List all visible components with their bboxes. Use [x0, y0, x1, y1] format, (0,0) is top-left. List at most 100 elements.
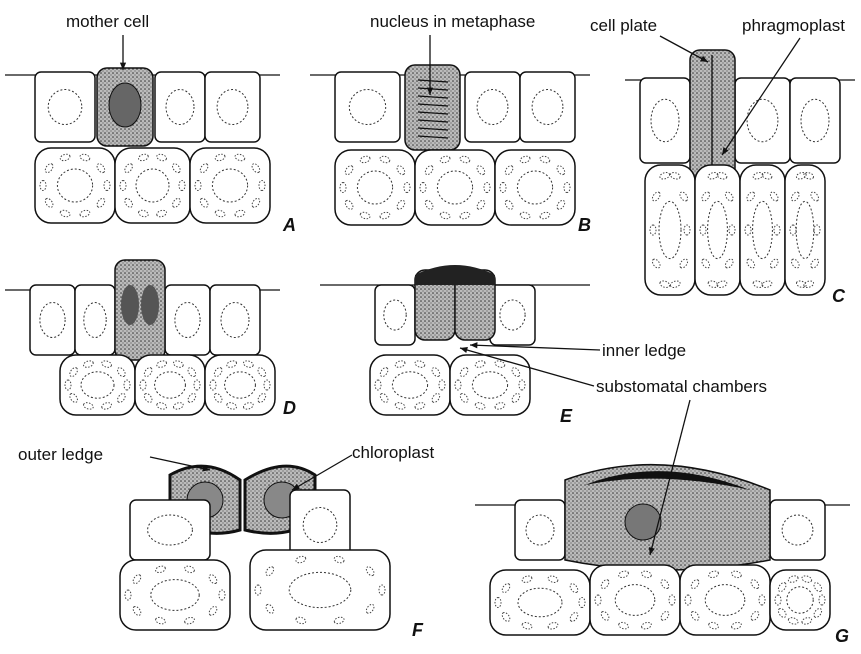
chloroplast: [414, 402, 426, 410]
chloroplast: [750, 610, 760, 621]
chloroplast: [178, 180, 186, 191]
nucleus: [147, 514, 193, 546]
chloroplast: [618, 570, 629, 579]
chloroplast: [117, 367, 126, 377]
chloroplast: [459, 155, 471, 164]
chloroplast: [539, 155, 551, 164]
mesophyll-cell: [204, 354, 276, 416]
chloroplast: [810, 258, 820, 269]
chloroplast: [731, 570, 742, 579]
chloroplast: [265, 603, 275, 614]
chloroplast: [547, 575, 559, 583]
chloroplast: [213, 367, 223, 377]
chloroplast: [813, 224, 821, 236]
chloroplast: [569, 583, 579, 594]
chloroplast: [213, 393, 223, 403]
panel-letter-g: G: [835, 626, 850, 646]
chloroplast: [199, 163, 209, 174]
chloroplast: [172, 402, 184, 410]
nucleus: [141, 285, 159, 325]
chloroplast: [659, 280, 671, 288]
mesophyll-cell: [739, 164, 786, 296]
chloroplast: [69, 393, 78, 403]
arrow-substomatal-g-head: [648, 547, 655, 555]
chloroplast: [333, 616, 345, 625]
chloroplast: [156, 402, 168, 410]
nucleus: [471, 371, 509, 399]
panel-letter-a: A: [283, 215, 296, 235]
nucleus: [356, 170, 394, 205]
epidermal-cell: [514, 499, 566, 561]
chloroplast: [795, 280, 807, 288]
chloroplast: [414, 360, 426, 368]
chloroplast: [156, 153, 167, 162]
chloroplast: [359, 155, 371, 164]
arrow-cell-plate: [659, 35, 709, 63]
panel-letter-c: C: [832, 286, 845, 306]
chloroplast: [79, 209, 91, 218]
chloroplast: [379, 211, 391, 220]
nucleus: [658, 200, 682, 260]
mesophyll-cell: [449, 354, 531, 416]
chloroplast: [83, 402, 94, 410]
chloroplast: [44, 197, 54, 208]
chloroplast: [295, 555, 307, 564]
chloroplast: [117, 393, 126, 403]
chloroplast: [511, 367, 521, 377]
chloroplast: [263, 379, 271, 391]
chloroplast: [242, 402, 254, 410]
chloroplast: [155, 616, 166, 625]
chloroplast: [483, 182, 491, 193]
epidermal-cell: [789, 77, 841, 164]
nucleus: [220, 302, 250, 338]
nucleus: [80, 371, 115, 399]
chloroplast: [501, 583, 511, 594]
chloroplast: [459, 367, 469, 377]
epidermal-cell: [489, 284, 536, 346]
chloroplast: [79, 153, 91, 162]
chloroplast: [600, 610, 610, 621]
nucleus: [786, 586, 814, 614]
epidermal-cell: [204, 71, 261, 143]
chloroplast: [138, 209, 149, 218]
chloroplast: [641, 621, 652, 630]
chloroplast: [518, 379, 526, 391]
chloroplast: [39, 180, 47, 191]
chloroplast: [119, 180, 127, 191]
epidermal-cell: [374, 284, 416, 346]
chloroplast: [156, 209, 167, 218]
chloroplast: [761, 280, 773, 288]
arrow-chloroplast: [291, 454, 353, 491]
chloroplast: [787, 575, 799, 583]
chloroplast: [600, 579, 610, 590]
epidermal-cell: [164, 284, 211, 356]
chloroplast: [374, 379, 382, 391]
nucleus: [707, 200, 728, 260]
chloroplast: [344, 199, 354, 210]
chloroplast: [660, 610, 670, 621]
chloroplast: [651, 191, 661, 202]
chloroplast: [761, 172, 773, 180]
arrow-inner-ledge-head: [470, 342, 478, 349]
chloroplast: [511, 393, 521, 403]
chloroplast: [431, 367, 441, 377]
arrow-cell-plate-head: [700, 55, 708, 62]
chloroplast: [103, 180, 111, 191]
chloroplast: [143, 367, 153, 377]
mesophyll-cell: [334, 149, 416, 226]
chloroplast: [132, 605, 142, 616]
nucleus: [302, 507, 338, 543]
chloroplast: [563, 182, 571, 193]
chloroplast: [699, 224, 707, 236]
chloroplast: [651, 258, 661, 269]
chloroplast: [193, 379, 201, 391]
nucleus: [746, 98, 779, 143]
chloroplast: [59, 209, 71, 218]
chloroplast: [519, 211, 531, 220]
chloroplast: [769, 191, 779, 202]
nucleus: [800, 98, 830, 143]
nucleus: [614, 584, 656, 616]
label-cell-plate: cell plate: [590, 16, 658, 35]
chloroplast: [365, 566, 375, 577]
chloroplast: [359, 211, 371, 220]
